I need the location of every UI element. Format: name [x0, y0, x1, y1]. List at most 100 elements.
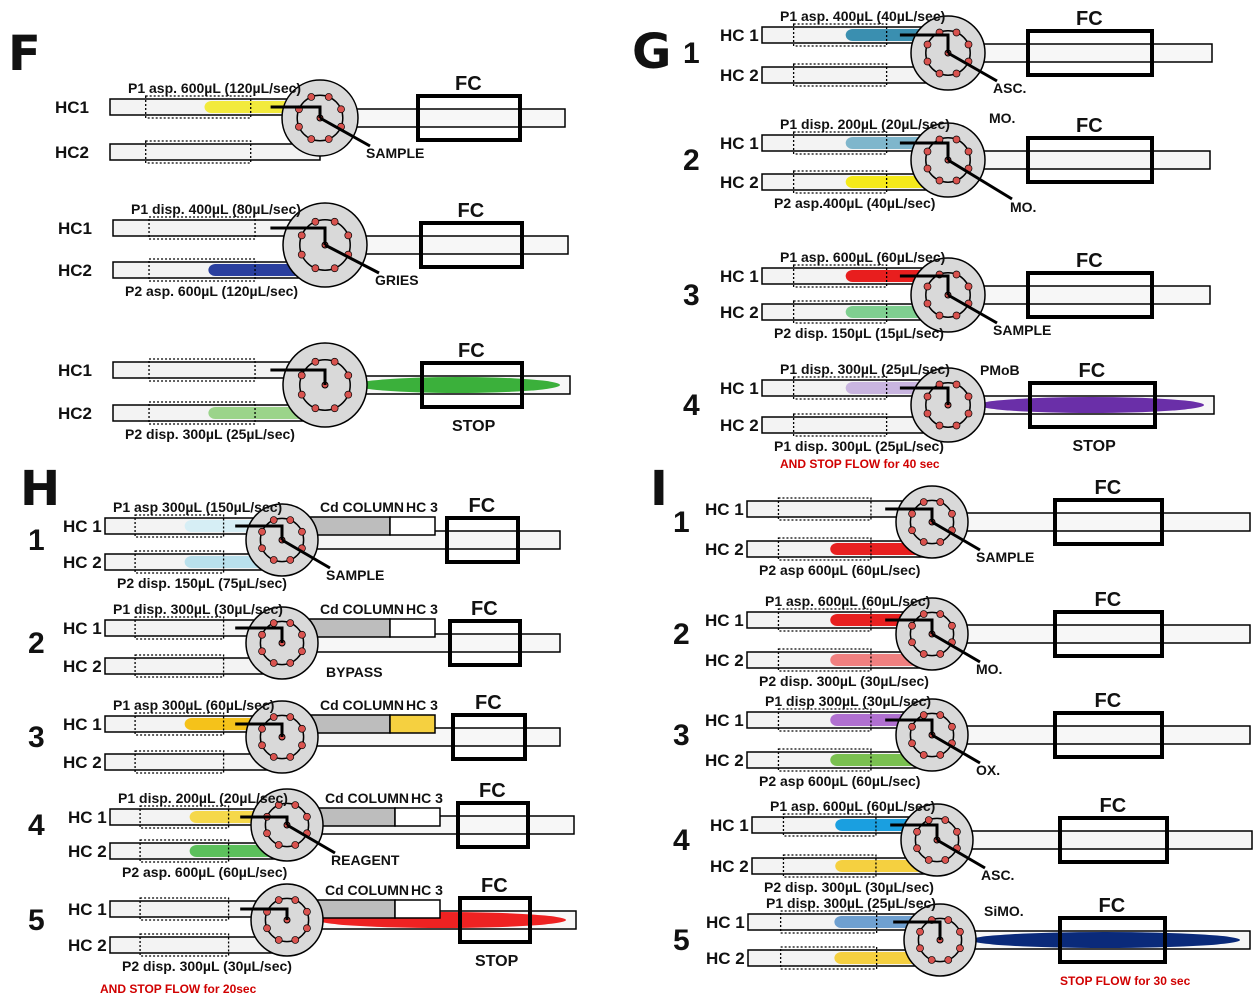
hc1-label: HC 1 [63, 715, 102, 734]
valve-port [952, 380, 961, 389]
hc1-label: HC 1 [68, 900, 107, 919]
valve-port [258, 630, 266, 639]
valve-port [303, 924, 311, 933]
valve-port [956, 927, 964, 936]
bottom-command-label: P2 asp 600µL (60µL/sec) [759, 773, 920, 789]
reagent-label: SAMPLE [993, 322, 1051, 338]
flow-path-arrow [270, 368, 327, 385]
flow-cell [448, 619, 522, 667]
valve-port [936, 751, 945, 759]
bottom-command-label: P2 disp. 300µL (30µL/sec) [122, 958, 292, 974]
hc2-coil-box [145, 140, 252, 164]
hc3-label: HC 3 [406, 697, 438, 713]
fc-label: FC [455, 73, 482, 95]
reagent-label: SAMPLE [976, 549, 1034, 565]
flow-path-arrow [893, 920, 942, 940]
flow-cell [420, 361, 524, 409]
hc2-label: HC2 [55, 143, 89, 162]
main-tube [931, 725, 1251, 745]
step-number: 2 [28, 627, 45, 660]
main-tube [931, 624, 1251, 644]
bottom-command-label: P2 disp. 150µL (15µL/sec) [774, 325, 944, 341]
valve-port [936, 538, 945, 546]
valve-port [311, 264, 320, 273]
hc2-label: HC 2 [705, 751, 744, 770]
valve-ring [917, 917, 963, 963]
fc-label: FC [469, 495, 496, 517]
valve-port [258, 724, 266, 733]
hc1-label: HC 1 [68, 808, 107, 827]
stop-flow-note: AND STOP FLOW for 40 sec [780, 457, 940, 471]
step-row [746, 597, 1251, 672]
step-number: 5 [673, 924, 690, 957]
step-row [747, 903, 1251, 977]
flow-cell [1026, 29, 1154, 77]
valve-port [919, 610, 928, 618]
valve-port [952, 135, 961, 144]
flow-path-arrow [885, 718, 934, 735]
step-row [751, 803, 1253, 878]
step-number: 1 [28, 524, 45, 557]
hc1-label: HC 1 [720, 26, 759, 45]
cd-column-label: Cd COLUMN [325, 882, 409, 898]
valve-port [344, 231, 353, 240]
hc2-label: HC 2 [720, 66, 759, 85]
flow-path-arrow [899, 386, 950, 405]
hc2-coil-box [792, 300, 888, 324]
valve-port [258, 647, 266, 656]
top-command-label: P1 asp 300µL (150µL/sec) [113, 499, 282, 515]
valve-port [908, 638, 916, 647]
valve-port [286, 619, 295, 627]
bottom-command-label: P2 disp. 150µL (75µL/sec) [117, 575, 287, 591]
top-command-label: P1 disp. 400µL (80µL/sec) [131, 201, 301, 217]
step-number: 3 [683, 279, 700, 312]
hc3-tube [394, 899, 441, 919]
valve-port [948, 722, 956, 731]
hc3-label: HC 3 [406, 601, 438, 617]
valve-port [913, 827, 921, 836]
hc1-coil-box [134, 514, 225, 538]
valve-port [944, 956, 953, 964]
step-number: 1 [683, 37, 700, 70]
hc1-coil-box [777, 708, 872, 732]
reagent-label: ASC. [993, 80, 1026, 96]
panel-letter: H [20, 461, 60, 517]
valve-port [948, 509, 956, 518]
valve-port [263, 829, 271, 838]
valve-port [924, 856, 933, 864]
panel-letter: I [650, 461, 668, 517]
valve-port [936, 650, 945, 658]
valve-port [291, 841, 300, 849]
valve-ring [259, 714, 305, 760]
top-command-label: P1 asp. 400µL (40µL/sec) [780, 8, 945, 24]
hc2-coil-box [777, 748, 872, 772]
hc1-coil-box [139, 805, 230, 829]
hc2-tube [109, 143, 321, 161]
top-command-label: P1 disp. 200µL (20µL/sec) [118, 790, 288, 806]
valve-port [307, 135, 316, 143]
fc-label: FC [1095, 690, 1122, 712]
valve-port [923, 164, 932, 173]
reagent-arrow [936, 838, 986, 870]
valve-port [298, 527, 306, 536]
hc2-coil-box [134, 750, 225, 774]
hc2-coil-box [134, 550, 225, 574]
bottom-command-label: P2 asp. 600µL (60µL/sec) [122, 864, 287, 880]
hc1-coil-box [145, 95, 252, 119]
hc1-coil-box [782, 813, 877, 837]
step-row [746, 698, 1251, 772]
valve-port [291, 801, 300, 809]
valve-ring [925, 272, 971, 318]
top-command-label: P1 asp. 600µL (60µL/sec) [765, 593, 930, 609]
hc2-coil-box [139, 933, 230, 957]
valve-port [952, 69, 961, 78]
hc1-label: HC 1 [720, 267, 759, 286]
fc-label: FC [1100, 795, 1127, 817]
step-row [761, 15, 1213, 91]
step-row [104, 606, 561, 680]
top-command-label: P1 disp. 300µL (25µL/sec) [766, 895, 936, 911]
fc-label: FC [458, 200, 485, 222]
hc1-label: HC 1 [705, 500, 744, 519]
fc-label: FC [475, 692, 502, 714]
